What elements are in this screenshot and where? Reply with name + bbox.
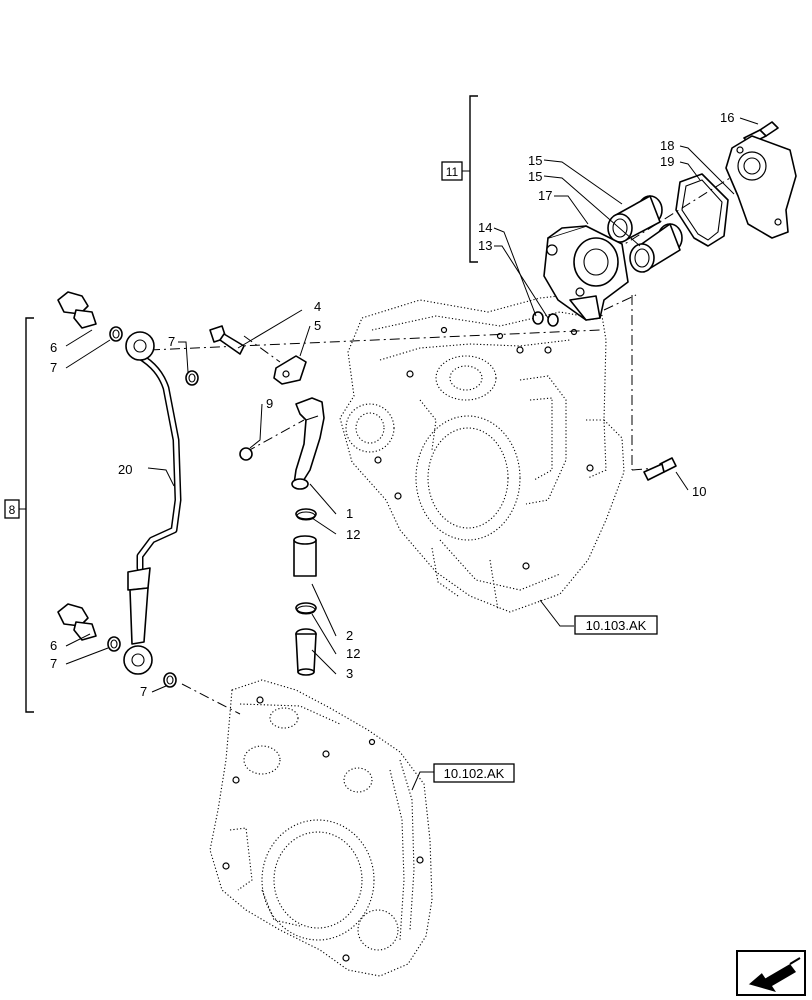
callout-3: 3 <box>346 666 353 681</box>
part-6-banjo-bolt-lower <box>57 603 97 641</box>
ref-10-102-ak-label: 10.102.AK <box>444 766 505 781</box>
part-15-sleeve-a <box>607 195 663 243</box>
part-7-washer-lower <box>107 636 121 652</box>
part-6-banjo-bolt-upper <box>57 291 97 329</box>
callout-7-lower-right: 7 <box>140 684 147 699</box>
part-7-washer-right-upper <box>185 370 199 386</box>
part-20-oil-pipe <box>123 331 182 675</box>
callouts: 6 7 7 4 5 9 20 1 12 2 12 3 6 7 7 14 13 1… <box>50 110 734 699</box>
callout-5: 5 <box>314 318 321 333</box>
part-12-clamp-lower <box>295 602 317 615</box>
callout-13: 13 <box>478 238 492 253</box>
part-9-oring <box>239 447 253 461</box>
part-7-washer-upper <box>109 326 123 342</box>
callout-20: 20 <box>118 462 132 477</box>
callout-17: 17 <box>538 188 552 203</box>
part-3-tube <box>295 628 317 676</box>
group-bracket-11: 11 <box>441 95 478 263</box>
callout-18: 18 <box>660 138 674 153</box>
return-arrow-icon[interactable] <box>736 950 806 996</box>
callout-11: 11 <box>446 165 459 179</box>
callout-2: 2 <box>346 628 353 643</box>
callout-16: 16 <box>720 110 734 125</box>
part-4-bolt <box>209 325 245 355</box>
ref-10-103-ak-label: 10.103.AK <box>586 618 647 633</box>
callout-12-upper: 12 <box>346 527 360 542</box>
part-2-pipe <box>293 535 317 577</box>
flywheel-housing <box>339 291 625 613</box>
callout-6-lower: 6 <box>50 638 57 653</box>
callout-15-lower: 15 <box>528 169 542 184</box>
callout-4: 4 <box>314 299 321 314</box>
callout-7-upper-left: 7 <box>50 360 57 375</box>
callout-7-upper-right: 7 <box>168 334 175 349</box>
callout-1: 1 <box>346 506 353 521</box>
leader-lines <box>65 117 759 791</box>
callout-6-upper: 6 <box>50 340 57 355</box>
callout-8: 8 <box>9 503 16 517</box>
callout-19: 19 <box>660 154 674 169</box>
callout-7-lower-left: 7 <box>50 656 57 671</box>
ref-flywheel-housing[interactable]: 10.103.AK <box>574 615 658 635</box>
part-5-bracket <box>273 355 307 385</box>
callout-12-lower: 12 <box>346 646 360 661</box>
part-7-washer-right-lower <box>163 672 177 688</box>
part-19-gasket <box>675 173 729 247</box>
part-17-pump <box>543 225 629 321</box>
ref-timing-cover[interactable]: 10.102.AK <box>433 763 515 783</box>
callout-9: 9 <box>266 396 273 411</box>
part-12-clamp-upper <box>295 508 317 521</box>
group-bracket-8: 8 <box>4 317 34 713</box>
timing-cover <box>209 679 433 977</box>
part-18-flange <box>725 135 797 239</box>
callout-15-upper: 15 <box>528 153 542 168</box>
part-15-sleeve-b <box>629 223 683 273</box>
part-1-elbow <box>291 397 325 490</box>
callout-10: 10 <box>692 484 706 499</box>
part-10-bolt <box>643 457 677 481</box>
callout-14: 14 <box>478 220 492 235</box>
